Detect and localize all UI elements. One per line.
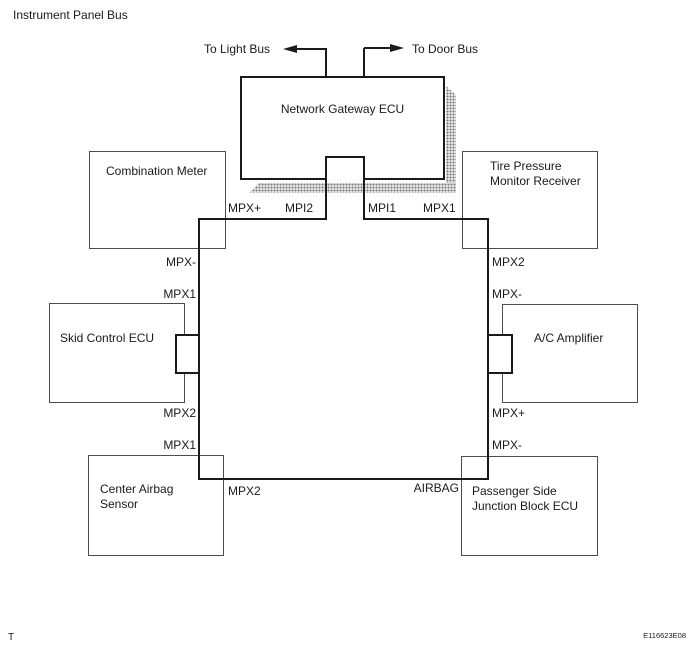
pin-gateway-mpi1: MPI1 [368,201,397,215]
combination-meter-label: Combination Meter [106,164,208,178]
bus-bottom-wire [198,478,489,480]
tire-pressure-monitor-receiver-label: Tire Pressure Monitor Receiver [490,159,581,188]
left-arrow-icon [283,45,297,53]
combination-meter-box: Combination Meter [89,151,226,249]
pin-center-airbag-mpx2: MPX2 [228,484,261,498]
pin-ac-amplifier-mpx-minus: MPX- [492,287,522,301]
gateway-shadow-bottom [249,183,456,193]
bus-top-left-wire [198,218,327,220]
door-bus-wire-horizontal [364,47,392,49]
network-gateway-ecu-box: Network Gateway ECU [240,76,445,180]
pin-combination-meter-mpx-minus: MPX- [166,255,196,269]
light-bus-wire-horizontal [296,48,327,50]
bus-top-right-wire [363,218,489,220]
footer-figure-code: E116623E08 [643,631,686,640]
to-light-bus-label: To Light Bus [204,42,271,56]
pin-junction-block-mpx-minus: MPX- [492,438,522,452]
right-arrow-icon [390,44,404,52]
gateway-mpi2-wire [325,156,327,220]
tire-pressure-monitor-receiver-box: Tire Pressure Monitor Receiver [462,151,598,249]
pin-center-airbag-mpx1: MPX1 [163,438,196,452]
to-door-bus-label: To Door Bus [412,42,479,56]
ac-amplifier-label: A/C Amplifier [534,331,604,345]
door-bus-wire-vertical [363,48,365,77]
ac-amplifier-box: A/C Amplifier [502,304,638,403]
gateway-notch-top-line [325,156,365,158]
center-airbag-sensor-box: Center Airbag Sensor [88,455,224,556]
skid-control-connector [175,334,200,374]
pin-junction-block-airbag: AIRBAG [413,481,459,495]
pin-skid-control-mpx1: MPX1 [163,287,196,301]
pin-gateway-mpi2: MPI2 [285,201,314,215]
skid-control-ecu-label: Skid Control ECU [60,331,155,345]
passenger-side-junction-block-ecu-label: Passenger Side Junction Block ECU [472,484,579,513]
pin-skid-control-mpx2: MPX2 [163,406,196,420]
ac-amplifier-connector [487,334,513,374]
pin-tire-pressure-mpx1: MPX1 [423,201,456,215]
gateway-mpi1-wire [363,156,365,220]
pin-tire-pressure-mpx2: MPX2 [492,255,525,269]
pin-ac-amplifier-mpx-plus: MPX+ [492,406,526,420]
footer-page-mark: T [8,632,15,643]
passenger-side-junction-block-ecu-box: Passenger Side Junction Block ECU [461,456,598,556]
pin-combination-meter-mpx-plus: MPX+ [228,201,262,215]
page-title: Instrument Panel Bus [13,8,128,22]
center-airbag-sensor-label: Center Airbag Sensor [100,482,174,511]
network-gateway-ecu-label: Network Gateway ECU [280,102,405,116]
light-bus-wire-vertical [325,49,327,77]
gateway-shadow-right [446,86,456,193]
skid-control-ecu-box: Skid Control ECU [49,303,185,403]
gateway-notch-gap [327,177,363,181]
